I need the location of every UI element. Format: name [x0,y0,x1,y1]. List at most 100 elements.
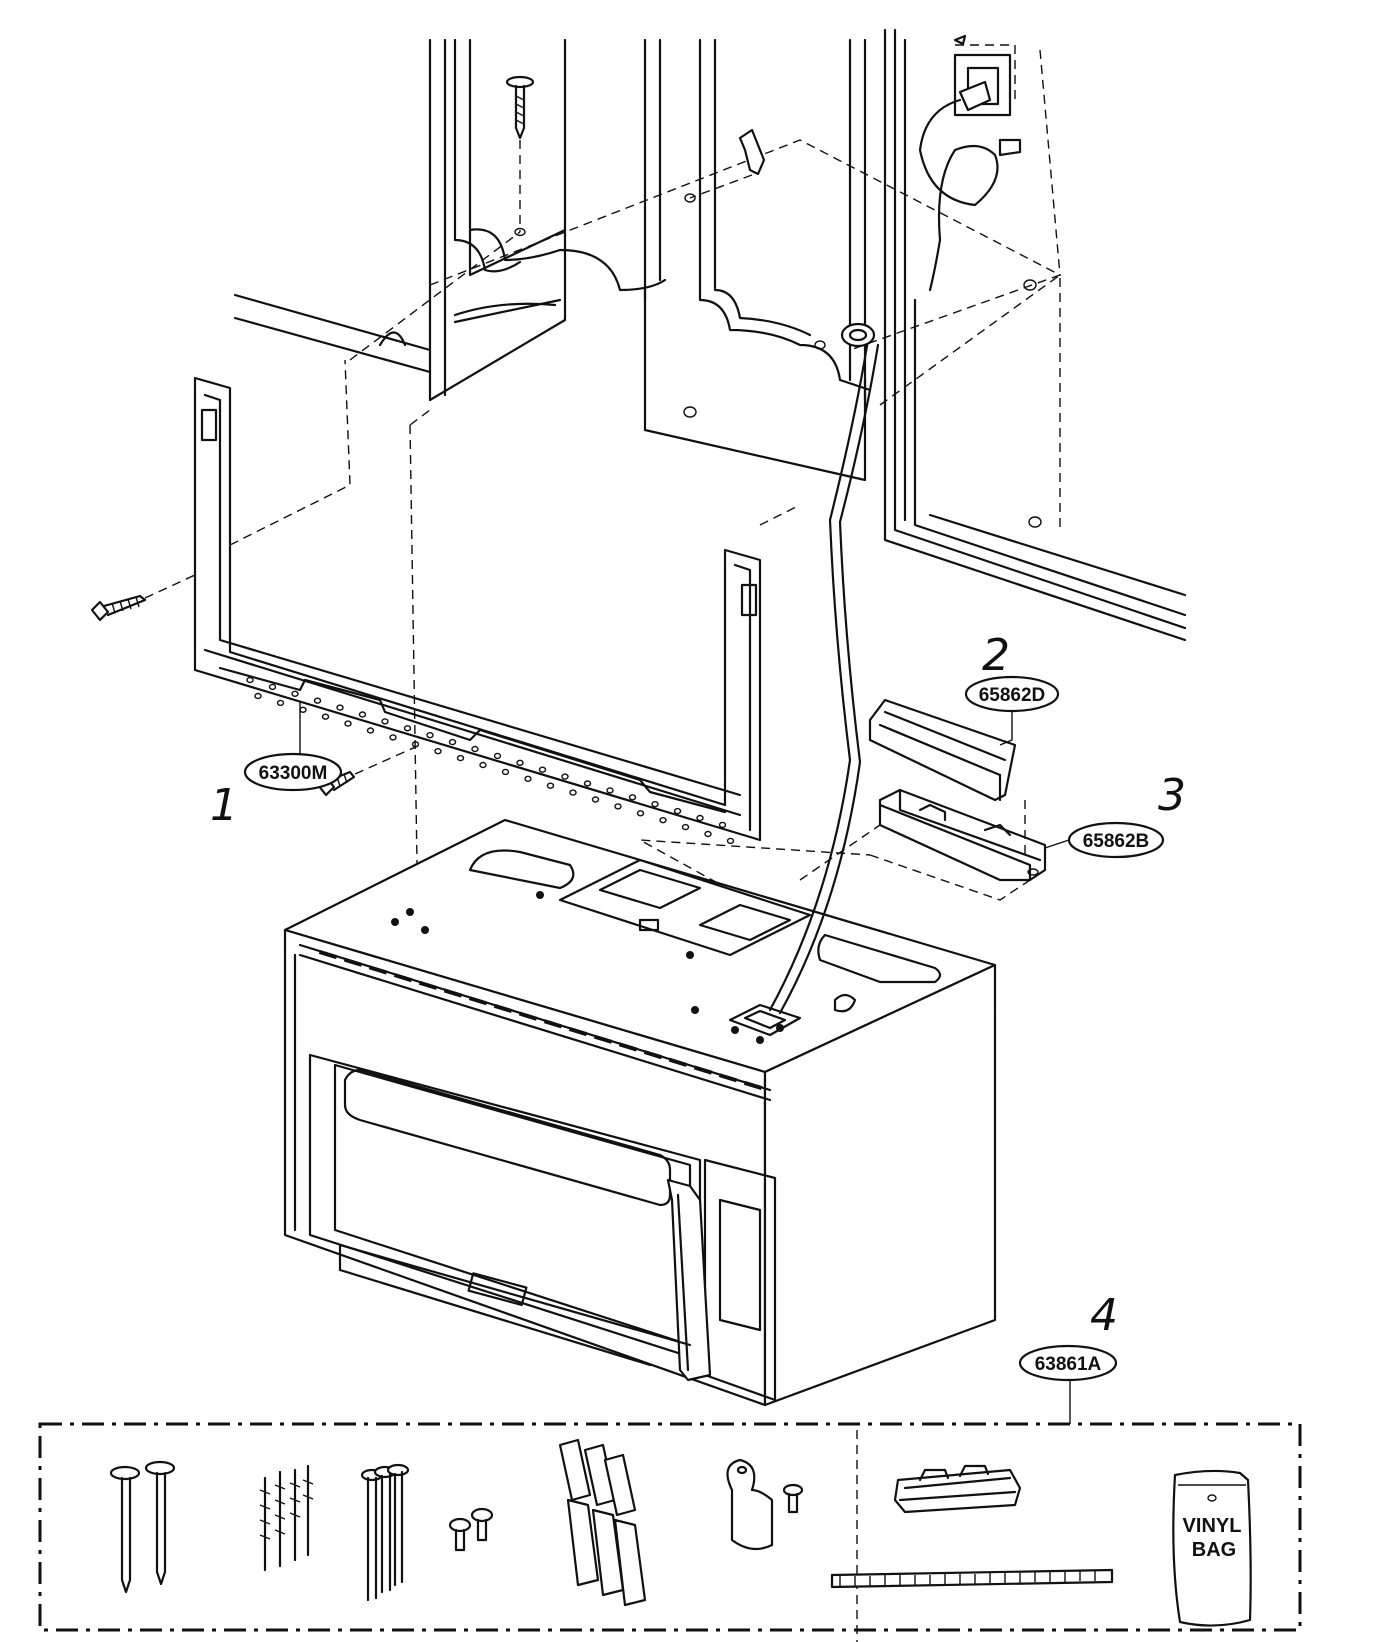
part-number-65862D: 65862D [979,685,1046,706]
toggle-bolt-icon [689,128,766,199]
vinyl-bag-label-line2: BAG [1192,1539,1236,1561]
top-hole [421,926,429,934]
vent-slot [393,973,413,983]
kit-small-screws-icon [448,1507,494,1552]
plate-hole [358,711,367,718]
part-number-63300M: 63300M [259,763,328,784]
plate-hole [389,734,397,741]
plate-hole [321,713,330,720]
power-cord [918,98,1022,292]
top-hole [756,1036,764,1044]
part-2-top-plate [868,698,1017,802]
top-hole [391,918,399,926]
plate-hole [471,745,479,753]
callout-item-2: 2 65862D [964,630,1060,746]
item-number-2: 2 [982,630,1010,681]
plate-hole [456,754,465,762]
wall-screw-left-icon [90,574,196,622]
vent-slot [468,996,488,1006]
vent-slot [493,1003,513,1013]
top-hole [406,908,414,916]
plate-hole [381,718,389,725]
plate-hole [479,761,487,769]
plate-hole [493,752,502,760]
plate-hole [516,759,524,766]
vinyl-bag-icon: VINYL BAG [1172,1469,1252,1627]
vent-slot [618,1042,638,1052]
kit-anchors-icon [259,1464,314,1572]
kit-toggle-bolts-icon [360,1463,410,1602]
plate-hole [538,766,547,773]
kit-long-screws-icon [109,1460,176,1594]
vent-slot [318,950,338,960]
vent-slot [668,1057,688,1067]
vent-slot [743,1080,763,1090]
part-number-65862B: 65862B [1083,831,1150,852]
item-number-3: 3 [1158,770,1186,821]
plate-hole [718,821,727,829]
top-hole [536,891,544,899]
plate-hole [696,814,704,822]
item-number-4: 4 [1090,1290,1118,1341]
part-3-bottom-plate [878,788,1047,882]
vent-slot [593,1034,613,1044]
vinyl-bag-label-line1: VINYL [1183,1515,1242,1537]
upper-cabinets [233,28,1187,642]
vent-slot [718,1073,738,1083]
top-hole [686,951,694,959]
vent-slot [693,1065,713,1075]
plate-hole [673,807,682,815]
plate-hole [336,704,344,711]
item-number-1: 1 [210,780,238,831]
plate-hole [344,720,352,727]
top-hole [691,1006,699,1014]
plate-hole [268,683,277,691]
plate-hole [628,794,637,801]
kit-strip-icon [830,1568,1114,1589]
plate-hole [524,775,532,782]
mounting-plate [193,359,801,1051]
plate-hole [299,706,307,713]
kit-spacer-bar-icon [893,1464,1022,1514]
top-hole [731,1026,739,1034]
hardware-kit [38,1362,1302,1642]
plate-hole [501,768,510,776]
vent-slot [443,988,463,998]
microwave-oven [283,818,997,1407]
plate-hole [583,780,592,787]
plate-hole [636,810,645,817]
vent-slot [568,1027,588,1037]
plate-hole [246,676,254,684]
wall-outlet-icon [953,34,1012,117]
callout-item-3: 3 65862B [1044,770,1186,859]
plate-hole [434,748,442,755]
plate-hole [704,830,712,838]
plate-hole [591,796,600,803]
vent-slot [643,1050,663,1060]
plate-hole [546,782,555,789]
part-number-63861A: 63861A [1035,1354,1102,1375]
cabinet-screw-icon [505,75,535,232]
vent-slot [518,1011,538,1021]
plate-hole [403,725,412,732]
plate-hole [681,823,690,831]
kit-toggle-wings-icon [558,1438,647,1607]
plate-hole [659,817,667,824]
plate-hole [651,801,659,808]
kit-cord-clamp-icon [726,1458,804,1551]
plate-hole [448,738,457,746]
plate-hole [569,789,577,796]
vent-slot [418,980,438,990]
plate-hole [291,690,299,697]
vent-slot [368,965,388,975]
callout-item-4: 4 63861A [1018,1290,1118,1382]
vent-slot [343,957,363,967]
plate-hole [726,837,735,845]
plate-hole [366,727,375,734]
plate-hole [614,803,622,810]
top-hole [776,1024,784,1032]
callout-item-1: 1 63300M [210,702,343,831]
plate-hole [276,699,285,707]
